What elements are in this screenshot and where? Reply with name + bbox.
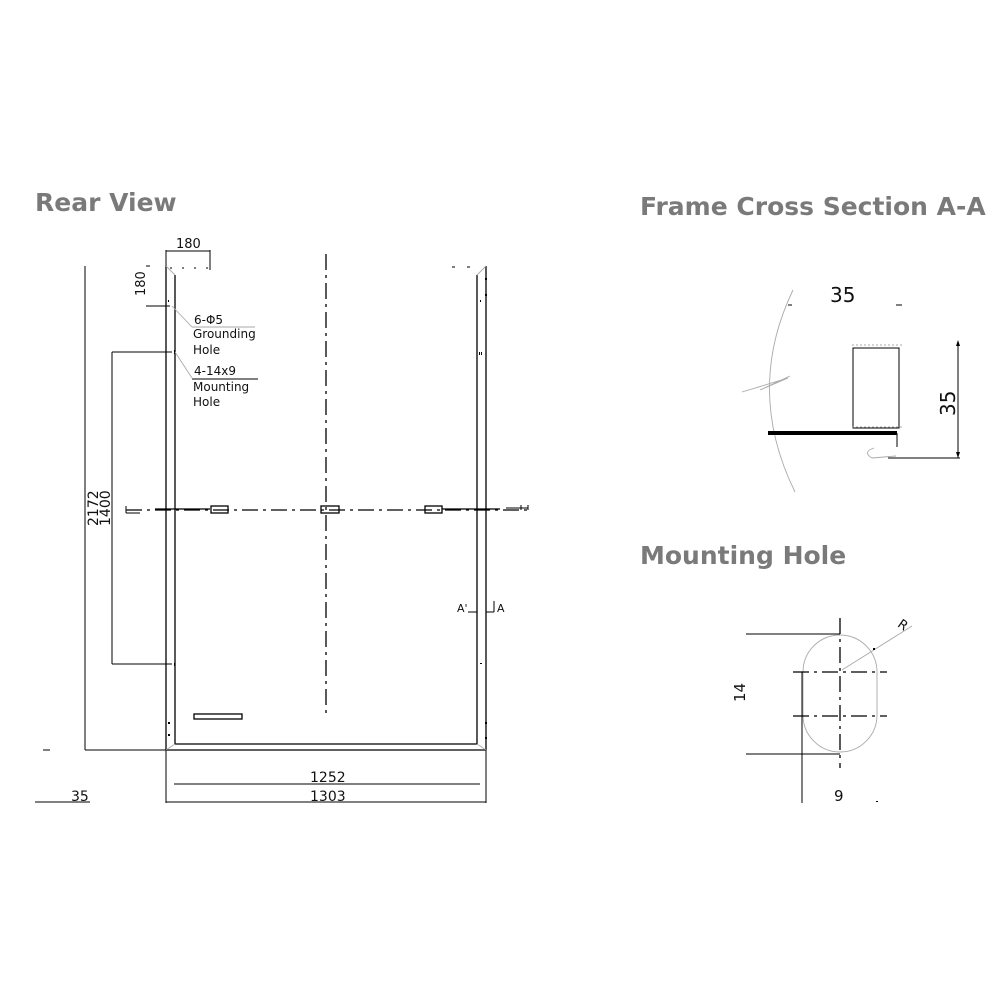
mounting-bracket-right: [424, 505, 443, 514]
grounding-hole-label-2: Hole: [193, 343, 220, 357]
cross-section-height: 35: [936, 391, 960, 416]
frame-cross-section-drawing: 35 35: [741, 283, 960, 493]
dim-corner-horizontal: 180: [176, 237, 201, 252]
hole-length-dim: 14: [731, 683, 749, 702]
mounting-bracket-left: [210, 505, 229, 514]
rear-view-drawing: 180 180 6-Φ5 Grounding Hole 4-14x9 Mount…: [35, 237, 529, 805]
grounding-hole-spec: 6-Φ5: [194, 313, 223, 327]
rear-view-title: Rear View: [35, 188, 177, 217]
mounting-hole-label-1: Mounting: [193, 380, 249, 394]
dim-corner-vertical: 180: [134, 271, 149, 296]
frame-profile: [852, 347, 900, 429]
dim-inner-width: 1252: [310, 770, 346, 786]
hole-width-dim: 9: [834, 787, 844, 805]
grounding-hole-label-1: Grounding: [193, 327, 256, 341]
mounting-hole-title: Mounting Hole: [640, 541, 847, 570]
mounting-hole-drawing: R 14 9: [731, 617, 913, 805]
dim-frame-depth: 35: [71, 789, 89, 805]
radius-label: R: [894, 617, 910, 634]
slot-outline: [802, 634, 878, 753]
section-marker-left: A': [457, 602, 468, 615]
mounting-hole-label-2: Hole: [193, 395, 220, 409]
dim-mounting-spacing: 1400: [98, 490, 114, 526]
dim-total-height: 2172: [86, 490, 102, 526]
dim-total-width: 1303: [310, 789, 346, 805]
junction-box: [193, 713, 243, 720]
section-marker-right: A: [497, 602, 505, 615]
break-arc: [769, 289, 796, 493]
frame-cross-section-title: Frame Cross Section A-A: [640, 192, 986, 221]
mounting-bracket-center: [320, 505, 340, 514]
cross-section-width: 35: [830, 283, 855, 307]
mounting-hole-spec: 4-14x9: [194, 364, 236, 378]
